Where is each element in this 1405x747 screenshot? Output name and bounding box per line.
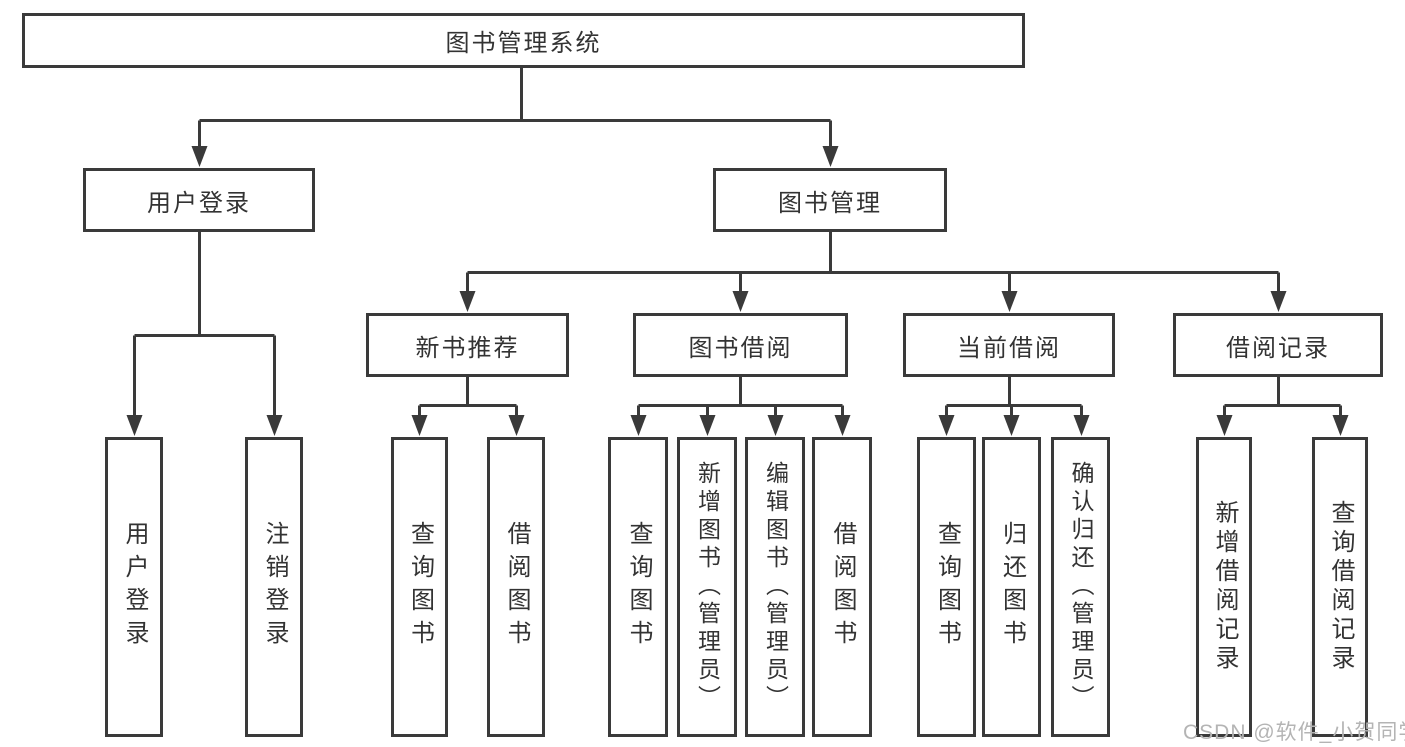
leaf-label: 查询借阅记录 <box>1327 500 1354 674</box>
leaf-query-books-current: 查询图书 <box>917 437 976 737</box>
leaf-label: 确认归还（管理员） <box>1068 461 1094 713</box>
leaf-label: 借阅图书 <box>829 521 856 653</box>
leaf-query-books-borrowing: 查询图书 <box>608 437 668 737</box>
leaf-user-login: 用户登录 <box>105 437 163 737</box>
leaf-label: 新增图书（管理员） <box>694 461 721 713</box>
node-book-borrowing: 图书借阅 <box>633 313 848 377</box>
leaf-add-borrow-record: 新增借阅记录 <box>1196 437 1252 737</box>
node-label: 图书管理 <box>778 189 882 217</box>
node-label: 当前借阅 <box>957 334 1061 362</box>
node-label: 借阅记录 <box>1226 334 1330 362</box>
leaf-return-book: 归还图书 <box>982 437 1041 737</box>
leaf-add-book-admin: 新增图书（管理员） <box>677 437 737 737</box>
node-new-book-recommend: 新书推荐 <box>366 313 569 377</box>
node-label: 图书借阅 <box>688 334 793 362</box>
leaf-edit-book-admin: 编辑图书（管理员） <box>745 437 805 737</box>
leaf-query-books-recommend: 查询图书 <box>391 437 448 737</box>
leaf-query-borrow-record: 查询借阅记录 <box>1312 437 1368 737</box>
leaf-label: 查询图书 <box>625 521 652 653</box>
node-label: 图书管理系统 <box>445 30 602 57</box>
node-user-login: 用户登录 <box>83 168 315 232</box>
leaf-label: 借阅图书 <box>503 521 530 653</box>
leaf-logout-login: 注销登录 <box>245 437 303 737</box>
leaf-label: 归还图书 <box>998 521 1026 653</box>
leaf-label: 用户登录 <box>121 521 148 653</box>
csdn-watermark: CSDN @软件_小贺同学 <box>1183 721 1405 744</box>
node-label: 新书推荐 <box>415 334 520 362</box>
leaf-label: 编辑图书（管理员） <box>762 461 789 713</box>
leaf-label: 查询图书 <box>933 521 961 653</box>
leaf-label: 注销登录 <box>261 521 288 653</box>
leaf-borrow-books-recommend: 借阅图书 <box>487 437 545 737</box>
node-current-borrowing: 当前借阅 <box>903 313 1115 377</box>
leaf-borrow-books-borrowing: 借阅图书 <box>812 437 872 737</box>
leaf-label: 查询图书 <box>406 521 434 653</box>
node-borrow-records: 借阅记录 <box>1173 313 1383 377</box>
node-root: 图书管理系统 <box>22 13 1025 68</box>
node-book-management: 图书管理 <box>713 168 947 232</box>
leaf-label: 新增借阅记录 <box>1211 500 1238 674</box>
leaf-confirm-return-admin: 确认归还（管理员） <box>1051 437 1110 737</box>
node-label: 用户登录 <box>147 189 251 217</box>
